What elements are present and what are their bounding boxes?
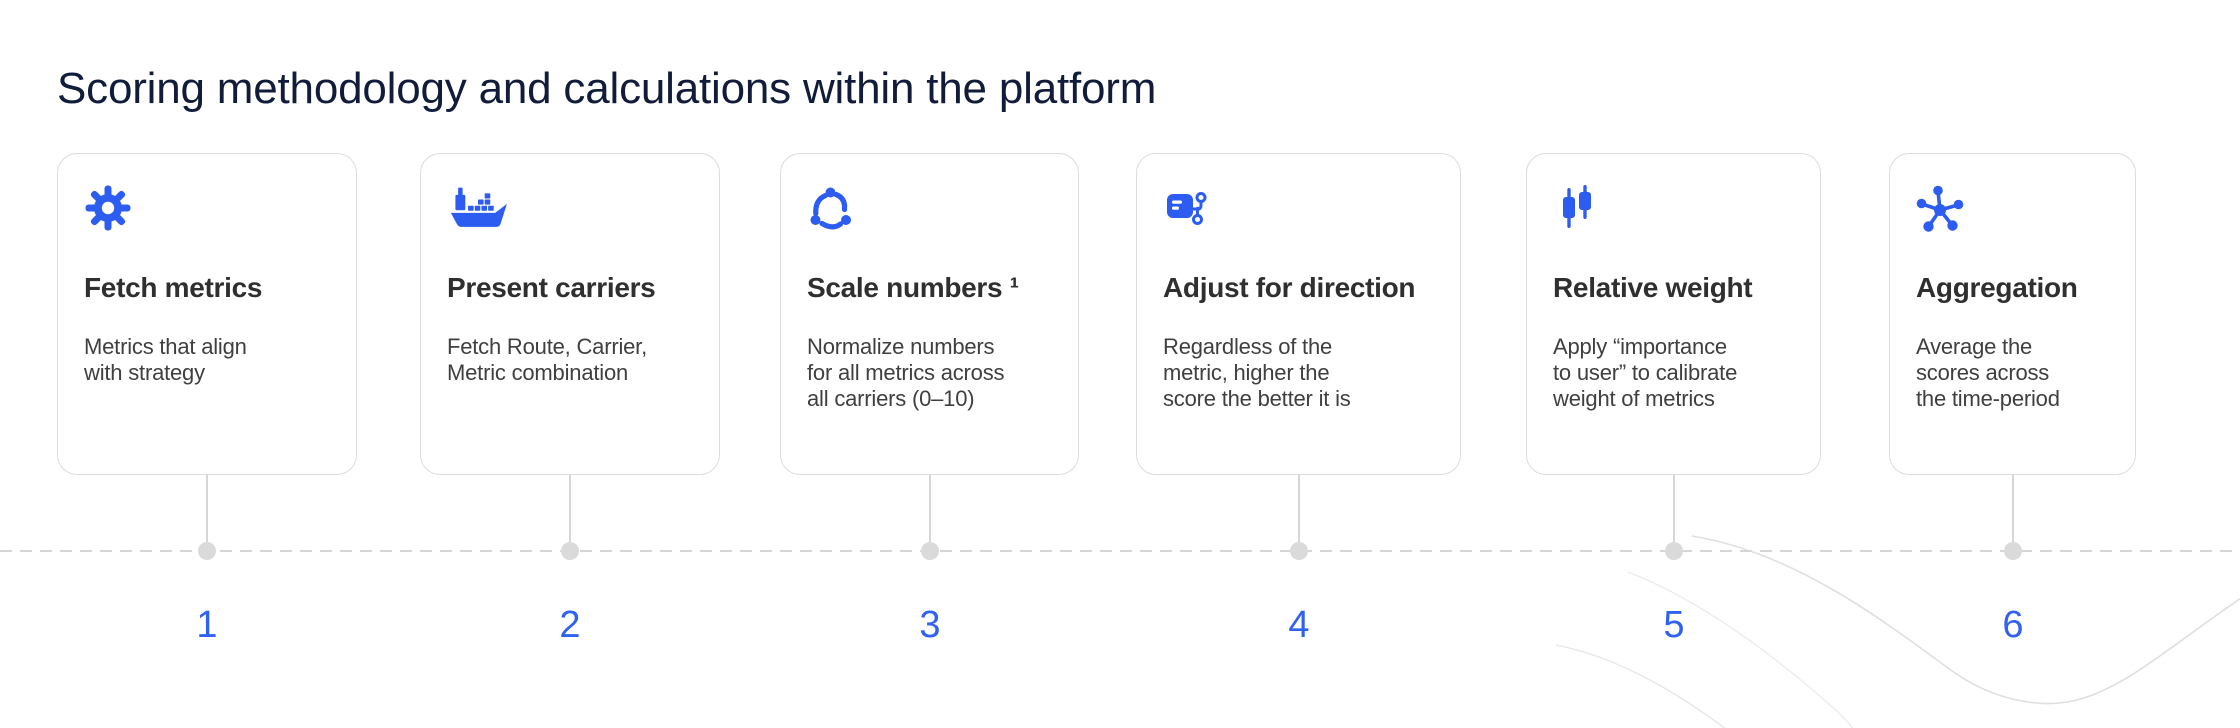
step-title: Aggregation	[1916, 272, 2078, 303]
step-description: Normalize numbers for all metrics across…	[807, 334, 1005, 412]
timeline-dashed-line	[0, 550, 2240, 552]
page-title: Scoring methodology and calculations wit…	[57, 64, 1157, 113]
step-number: 5	[1663, 604, 1685, 646]
timeline-dot-6	[2004, 542, 2022, 560]
step-number: 1	[196, 604, 218, 646]
step-card-present-carriers: Present carriers Fetch Route, Carrier, M…	[420, 153, 720, 475]
step-title: Adjust for direction	[1163, 272, 1416, 303]
step-title: Present carriers	[447, 272, 656, 303]
candlestick-weight-icon	[1553, 184, 1794, 234]
connector-line-5	[1673, 474, 1675, 552]
aggregation-hub-icon	[1916, 184, 2109, 234]
step-card-relative-weight: Relative weight Apply “importance to use…	[1526, 153, 1821, 475]
cargo-ship-icon	[447, 184, 693, 234]
gear-icon	[84, 184, 330, 234]
timeline-dot-2	[561, 542, 579, 560]
step-card-scale-numbers: Scale numbers ¹ Normalize numbers for al…	[780, 153, 1079, 475]
connector-line-6	[2012, 474, 2014, 552]
step-description: Apply “importance to user” to calibrate …	[1553, 334, 1738, 412]
step-description: Metrics that align with strategy	[84, 334, 247, 386]
step-card-fetch-metrics: Fetch metrics Metrics that align with st…	[57, 153, 357, 475]
step-number: 6	[2002, 604, 2024, 646]
timeline-dot-1	[198, 542, 216, 560]
step-description: Average the scores across the time-perio…	[1916, 334, 2060, 412]
step-number: 3	[919, 604, 941, 646]
step-number: 4	[1288, 604, 1310, 646]
step-number: 2	[559, 604, 581, 646]
timeline-dot-3	[921, 542, 939, 560]
normalize-swirl-icon	[807, 184, 1052, 234]
step-card-aggregation: Aggregation Average the scores across th…	[1889, 153, 2136, 475]
step-description: Regardless of the metric, higher the sco…	[1163, 334, 1351, 412]
timeline-dot-4	[1290, 542, 1308, 560]
connector-line-1	[206, 474, 208, 552]
step-title: Relative weight	[1553, 272, 1753, 303]
step-title: Fetch metrics	[84, 272, 263, 303]
direction-branch-icon	[1163, 184, 1434, 234]
step-card-adjust-direction: Adjust for direction Regardless of the m…	[1136, 153, 1461, 475]
connector-line-4	[1298, 474, 1300, 552]
step-title: Scale numbers ¹	[807, 272, 1019, 303]
step-description: Fetch Route, Carrier, Metric combination	[447, 334, 647, 386]
timeline-dot-5	[1665, 542, 1683, 560]
connector-line-2	[569, 474, 571, 552]
connector-line-3	[929, 474, 931, 552]
